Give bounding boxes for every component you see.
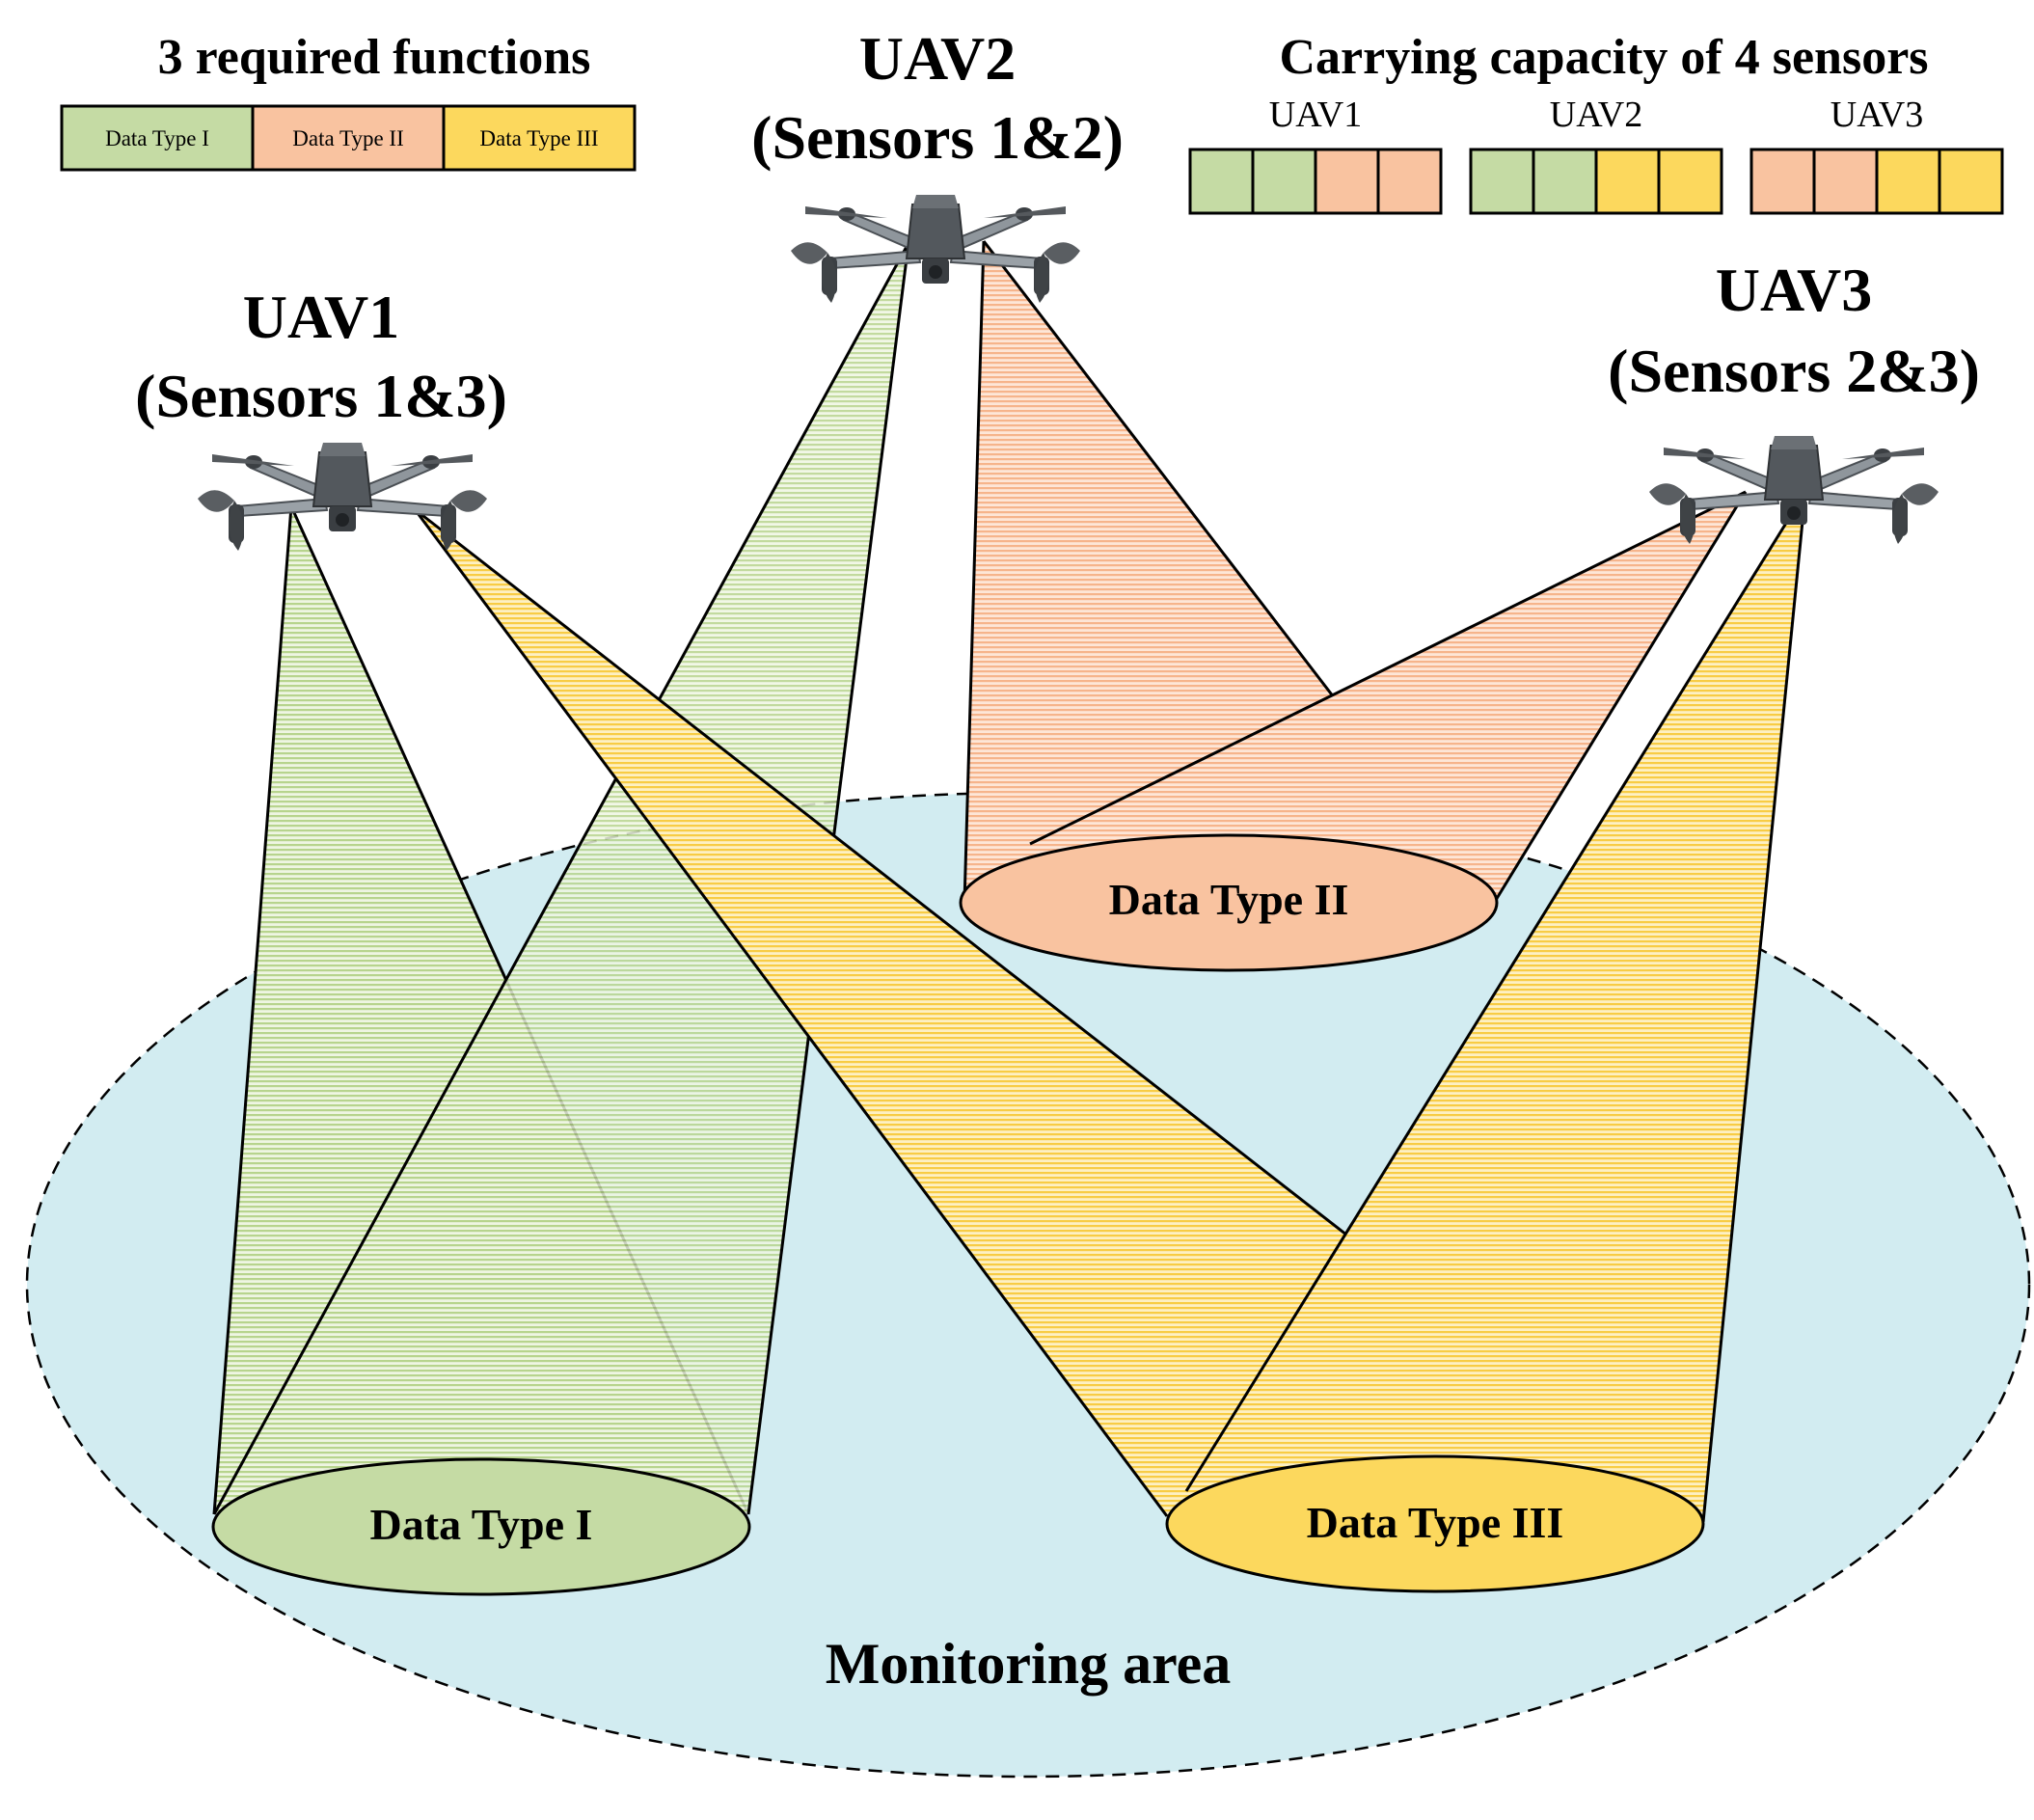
capacity-uav-label: UAV2 [1550, 95, 1642, 135]
target-type2 [959, 833, 1499, 972]
drone-icon [790, 194, 1081, 304]
target-label-type3: Data Type III [1307, 1498, 1564, 1547]
drone-icon [197, 442, 488, 552]
legend-cells: Data Type I Data Type II Data Type III [60, 104, 637, 172]
legend-swatch-1 [60, 104, 255, 172]
legend-swatch-3 [442, 104, 637, 172]
legend-label-3: Data Type III [479, 126, 598, 150]
capacity-slot [1875, 148, 1941, 215]
capacity-groups: UAV1 UAV2 UAV3 [1188, 95, 2004, 215]
capacity-slot [1812, 148, 1879, 215]
target-type1 [211, 1457, 751, 1596]
target-label-type1: Data Type I [370, 1500, 593, 1549]
monitoring-area-label: Monitoring area [826, 1632, 1232, 1696]
capacity-uav-label: UAV1 [1269, 95, 1362, 135]
uav3-sensors: (Sensors 2&3) [1608, 337, 1980, 405]
capacity-slot [1532, 148, 1598, 215]
beam-edge [212, 505, 293, 1515]
capacity-slot [1314, 148, 1380, 215]
capacity-uav-label: UAV3 [1831, 95, 1923, 135]
uav1-name: UAV1 [243, 283, 399, 351]
target-label-type2: Data Type II [1109, 875, 1349, 924]
capacity-slot [1657, 148, 1723, 215]
capacity-slot [1938, 148, 2004, 215]
beam-edge [1184, 491, 1807, 1492]
legend-label-2: Data Type II [292, 126, 403, 150]
uav1-sensors: (Sensors 1&3) [135, 362, 507, 430]
legend-title: 3 required functions [158, 30, 591, 85]
capacity-slot [1594, 148, 1661, 215]
capacity-slot [1469, 148, 1535, 215]
beam-uav3-type2 [1030, 492, 1746, 905]
beam-edge [1029, 490, 1747, 846]
beam-edge [413, 508, 1169, 1517]
beam-edge [1491, 491, 1748, 906]
capacity-slot [1749, 148, 1816, 215]
beam-edge [212, 242, 910, 1515]
capacity-slot [1376, 148, 1443, 215]
capacity-slot [1251, 148, 1317, 215]
capacity-title: Carrying capacity of 4 sensors [1279, 30, 1928, 85]
beam-edge [963, 240, 986, 904]
uav2-sensors: (Sensors 1&2) [751, 103, 1124, 172]
target-type3 [1165, 1454, 1705, 1593]
capacity-slot [1188, 148, 1255, 215]
uav3-name: UAV3 [1716, 256, 1872, 324]
beam-edge [1701, 491, 1807, 1523]
legend-label-1: Data Type I [105, 126, 209, 150]
beam-uav3-type3 [1186, 492, 1805, 1522]
uav2-name: UAV2 [859, 24, 1016, 93]
